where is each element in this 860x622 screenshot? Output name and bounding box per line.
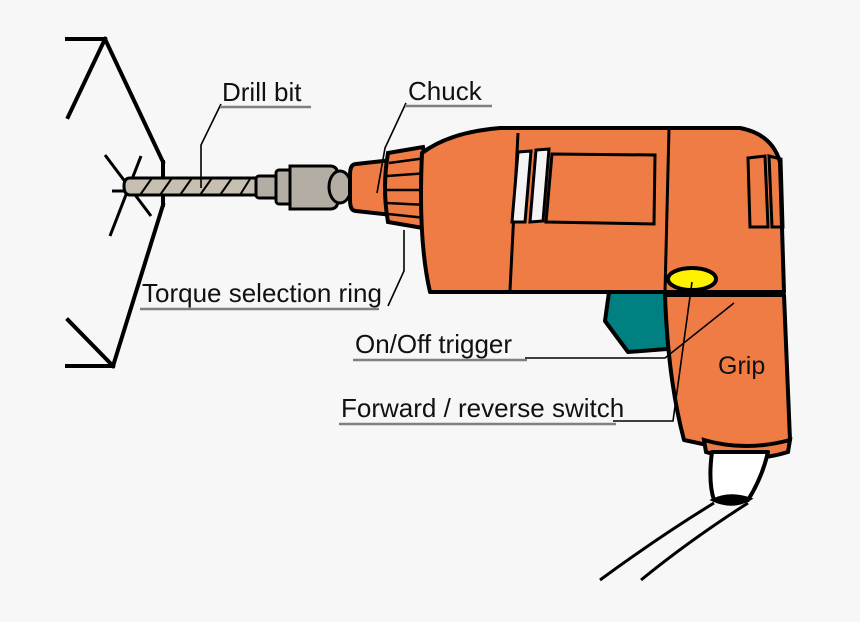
rear-vents (746, 154, 785, 229)
reverse-switch[interactable] (666, 266, 718, 292)
leader-drill-bit (200, 103, 222, 188)
label-underlines (140, 104, 616, 426)
label-on-off-trigger: On/Off trigger (355, 329, 512, 359)
label-torque-selection-ring: Torque selection ring (142, 278, 382, 308)
workpiece-bracket (65, 36, 166, 369)
label-chuck: Chuck (408, 76, 483, 106)
label-forward-reverse-switch: Forward / reverse switch (341, 393, 624, 423)
front-vents (510, 147, 551, 224)
label-grip: Grip (718, 352, 765, 380)
bit-shank (254, 164, 353, 211)
label-drill-bit: Drill bit (222, 77, 302, 107)
chuck-nose (348, 157, 394, 218)
name-plate (544, 152, 657, 226)
leader-forward-reverse (613, 281, 693, 422)
leader-on-off-trigger (525, 302, 735, 359)
leader-chuck (376, 102, 407, 194)
leader-lines (200, 102, 735, 422)
trigger[interactable] (603, 290, 682, 354)
cord-sleeve (708, 450, 770, 506)
drill-bit-shaft (122, 176, 260, 197)
drill-body (419, 126, 786, 294)
power-cord (599, 501, 749, 582)
leader-torque-ring (387, 230, 405, 307)
